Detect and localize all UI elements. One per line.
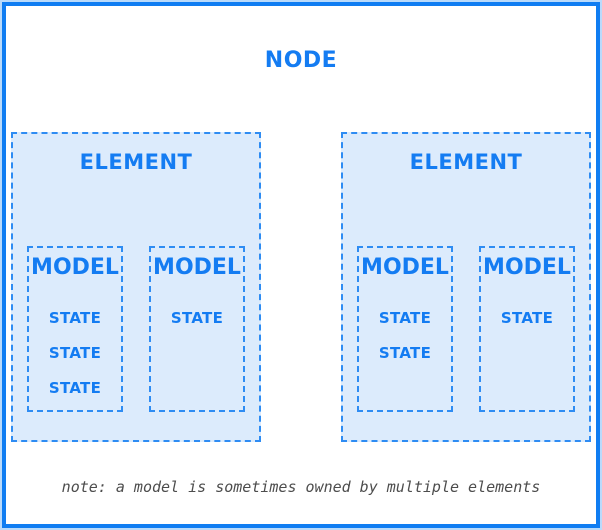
state-list: STATE STATE STATE (29, 309, 121, 397)
state-list: STATE (481, 309, 573, 327)
model-title: MODEL (483, 255, 571, 280)
state-label: STATE (48, 344, 102, 362)
model-box: MODEL STATE (479, 246, 575, 412)
state-label: STATE (48, 379, 102, 397)
model-title: MODEL (361, 255, 449, 280)
models-row: MODEL STATE STATE STATE MODEL STATE (13, 246, 259, 412)
state-label: STATE (378, 309, 432, 327)
models-row: MODEL STATE STATE MODEL STATE (343, 246, 589, 412)
model-title: MODEL (153, 255, 241, 280)
state-list: STATE (151, 309, 243, 327)
state-list: STATE STATE (359, 309, 451, 362)
elements-row: ELEMENT MODEL STATE STATE STATE MODEL S (6, 132, 596, 442)
state-label: STATE (378, 344, 432, 362)
state-label: STATE (170, 309, 224, 327)
state-label: STATE (48, 309, 102, 327)
model-title: MODEL (31, 255, 119, 280)
model-box: MODEL STATE (149, 246, 245, 412)
model-box: MODEL STATE STATE (357, 246, 453, 412)
element-box-left: ELEMENT MODEL STATE STATE STATE MODEL S (11, 132, 261, 442)
element-box-right: ELEMENT MODEL STATE STATE MODEL STATE (341, 132, 591, 442)
state-label: STATE (500, 309, 554, 327)
element-title: ELEMENT (409, 150, 523, 174)
node-title: NODE (264, 48, 338, 73)
note-text: note: a model is sometimes owned by mult… (61, 478, 541, 496)
element-title: ELEMENT (79, 150, 193, 174)
model-box: MODEL STATE STATE STATE (27, 246, 123, 412)
